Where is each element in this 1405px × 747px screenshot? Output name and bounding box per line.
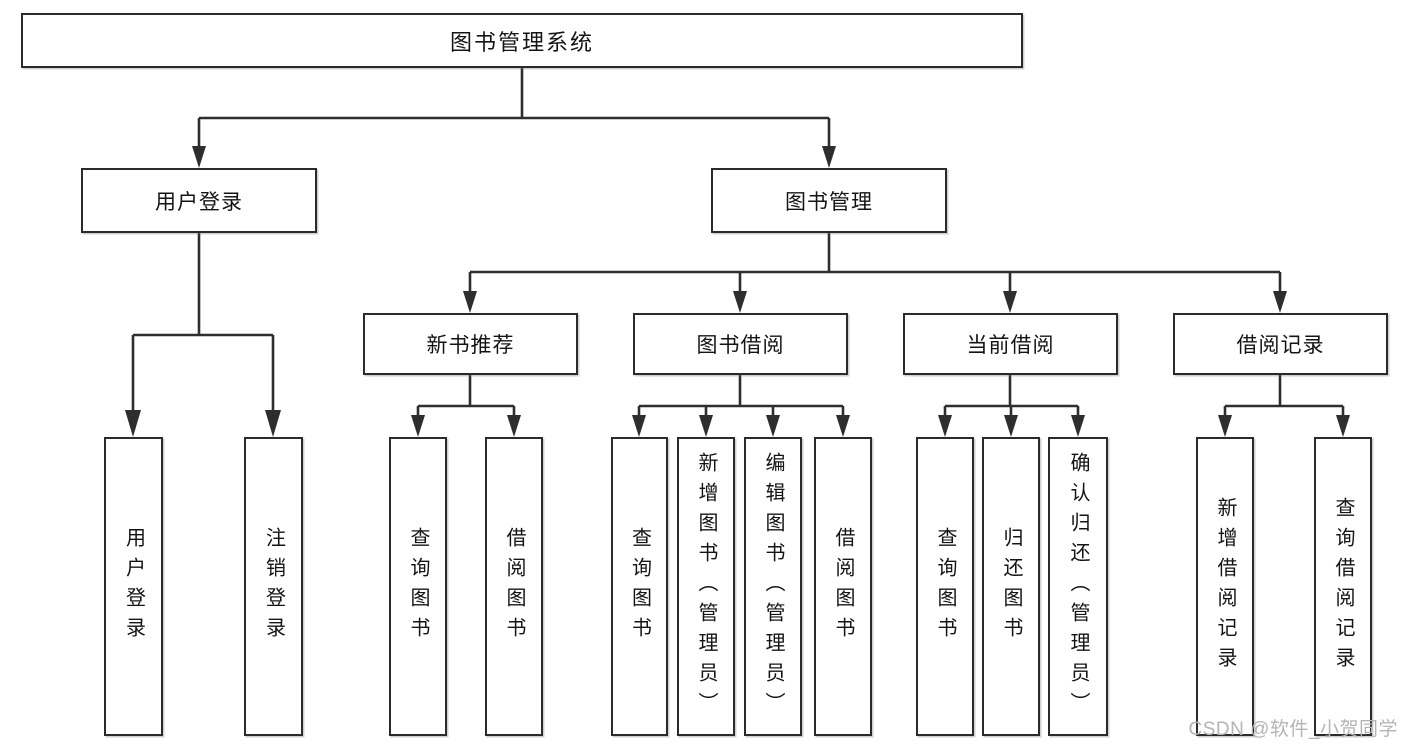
node-book-borrow: 图书借阅 [633, 313, 848, 375]
leaf-return-book: 归还图书 [982, 437, 1040, 736]
edge-current-borrow-to-leaves [938, 375, 1085, 437]
leaf-add-borrow-record: 新增借阅记录 [1196, 437, 1254, 736]
edge-book-management-to-level3 [463, 233, 1287, 313]
leaf-add-borrow-record-label: 新增借阅记录 [1214, 496, 1236, 677]
leaf-query-book-borrow: 查询图书 [611, 437, 668, 736]
node-borrow-record-label: 借阅记录 [1236, 334, 1325, 357]
node-borrow-record: 借阅记录 [1173, 313, 1388, 375]
leaf-add-book-admin: 新增图书（管理员） [677, 437, 735, 736]
node-new-book-recommend: 新书推荐 [363, 313, 578, 375]
node-root-label: 图书管理系统 [449, 29, 594, 55]
node-new-book-recommend-label: 新书推荐 [426, 334, 515, 357]
edge-borrow-record-to-leaves [1218, 375, 1350, 437]
leaf-return-book-label: 归还图书 [1000, 526, 1022, 647]
leaf-borrow-book-recommend-label: 借阅图书 [503, 526, 525, 647]
leaf-confirm-return-admin-label: 确认归还（管理员） [1067, 451, 1089, 722]
node-user-login: 用户登录 [81, 168, 317, 233]
leaf-user-login-label: 用户登录 [122, 526, 145, 647]
leaf-borrow-book: 借阅图书 [814, 437, 872, 736]
leaf-query-borrow-record-label: 查询借阅记录 [1332, 496, 1354, 677]
node-root-system: 图书管理系统 [21, 13, 1023, 68]
leaf-query-book-current: 查询图书 [916, 437, 974, 736]
node-book-management: 图书管理 [711, 168, 947, 233]
node-user-login-label: 用户登录 [155, 190, 243, 214]
leaf-logout-label: 注销登录 [262, 526, 285, 647]
leaf-query-book-current-label: 查询图书 [934, 526, 956, 647]
watermark-text: CSDN @软件_小贺同学 [1188, 719, 1398, 740]
leaf-borrow-book-recommend: 借阅图书 [485, 437, 543, 736]
node-current-borrow-label: 当前借阅 [966, 334, 1055, 357]
node-current-borrow: 当前借阅 [903, 313, 1118, 375]
edge-book-borrow-to-leaves [632, 375, 850, 437]
leaf-edit-book-admin: 编辑图书（管理员） [744, 437, 802, 736]
leaf-query-book-borrow-label: 查询图书 [628, 526, 651, 647]
edge-user-login-to-leaves [125, 233, 281, 437]
node-book-borrow-label: 图书借阅 [696, 334, 785, 357]
node-book-management-label: 图书管理 [785, 190, 873, 214]
leaf-borrow-book-label: 借阅图书 [832, 526, 854, 647]
leaf-query-book-recommend-label: 查询图书 [407, 526, 429, 647]
leaf-query-book-recommend: 查询图书 [389, 437, 447, 736]
edge-root-to-level2 [192, 68, 836, 168]
leaf-query-borrow-record: 查询借阅记录 [1314, 437, 1372, 736]
leaf-user-login: 用户登录 [104, 437, 163, 736]
leaf-add-book-admin-label: 新增图书（管理员） [695, 451, 717, 722]
edge-new-book-to-leaves [411, 375, 521, 437]
leaf-edit-book-admin-label: 编辑图书（管理员） [762, 451, 784, 722]
leaf-logout: 注销登录 [244, 437, 303, 736]
leaf-confirm-return-admin: 确认归还（管理员） [1048, 437, 1108, 736]
